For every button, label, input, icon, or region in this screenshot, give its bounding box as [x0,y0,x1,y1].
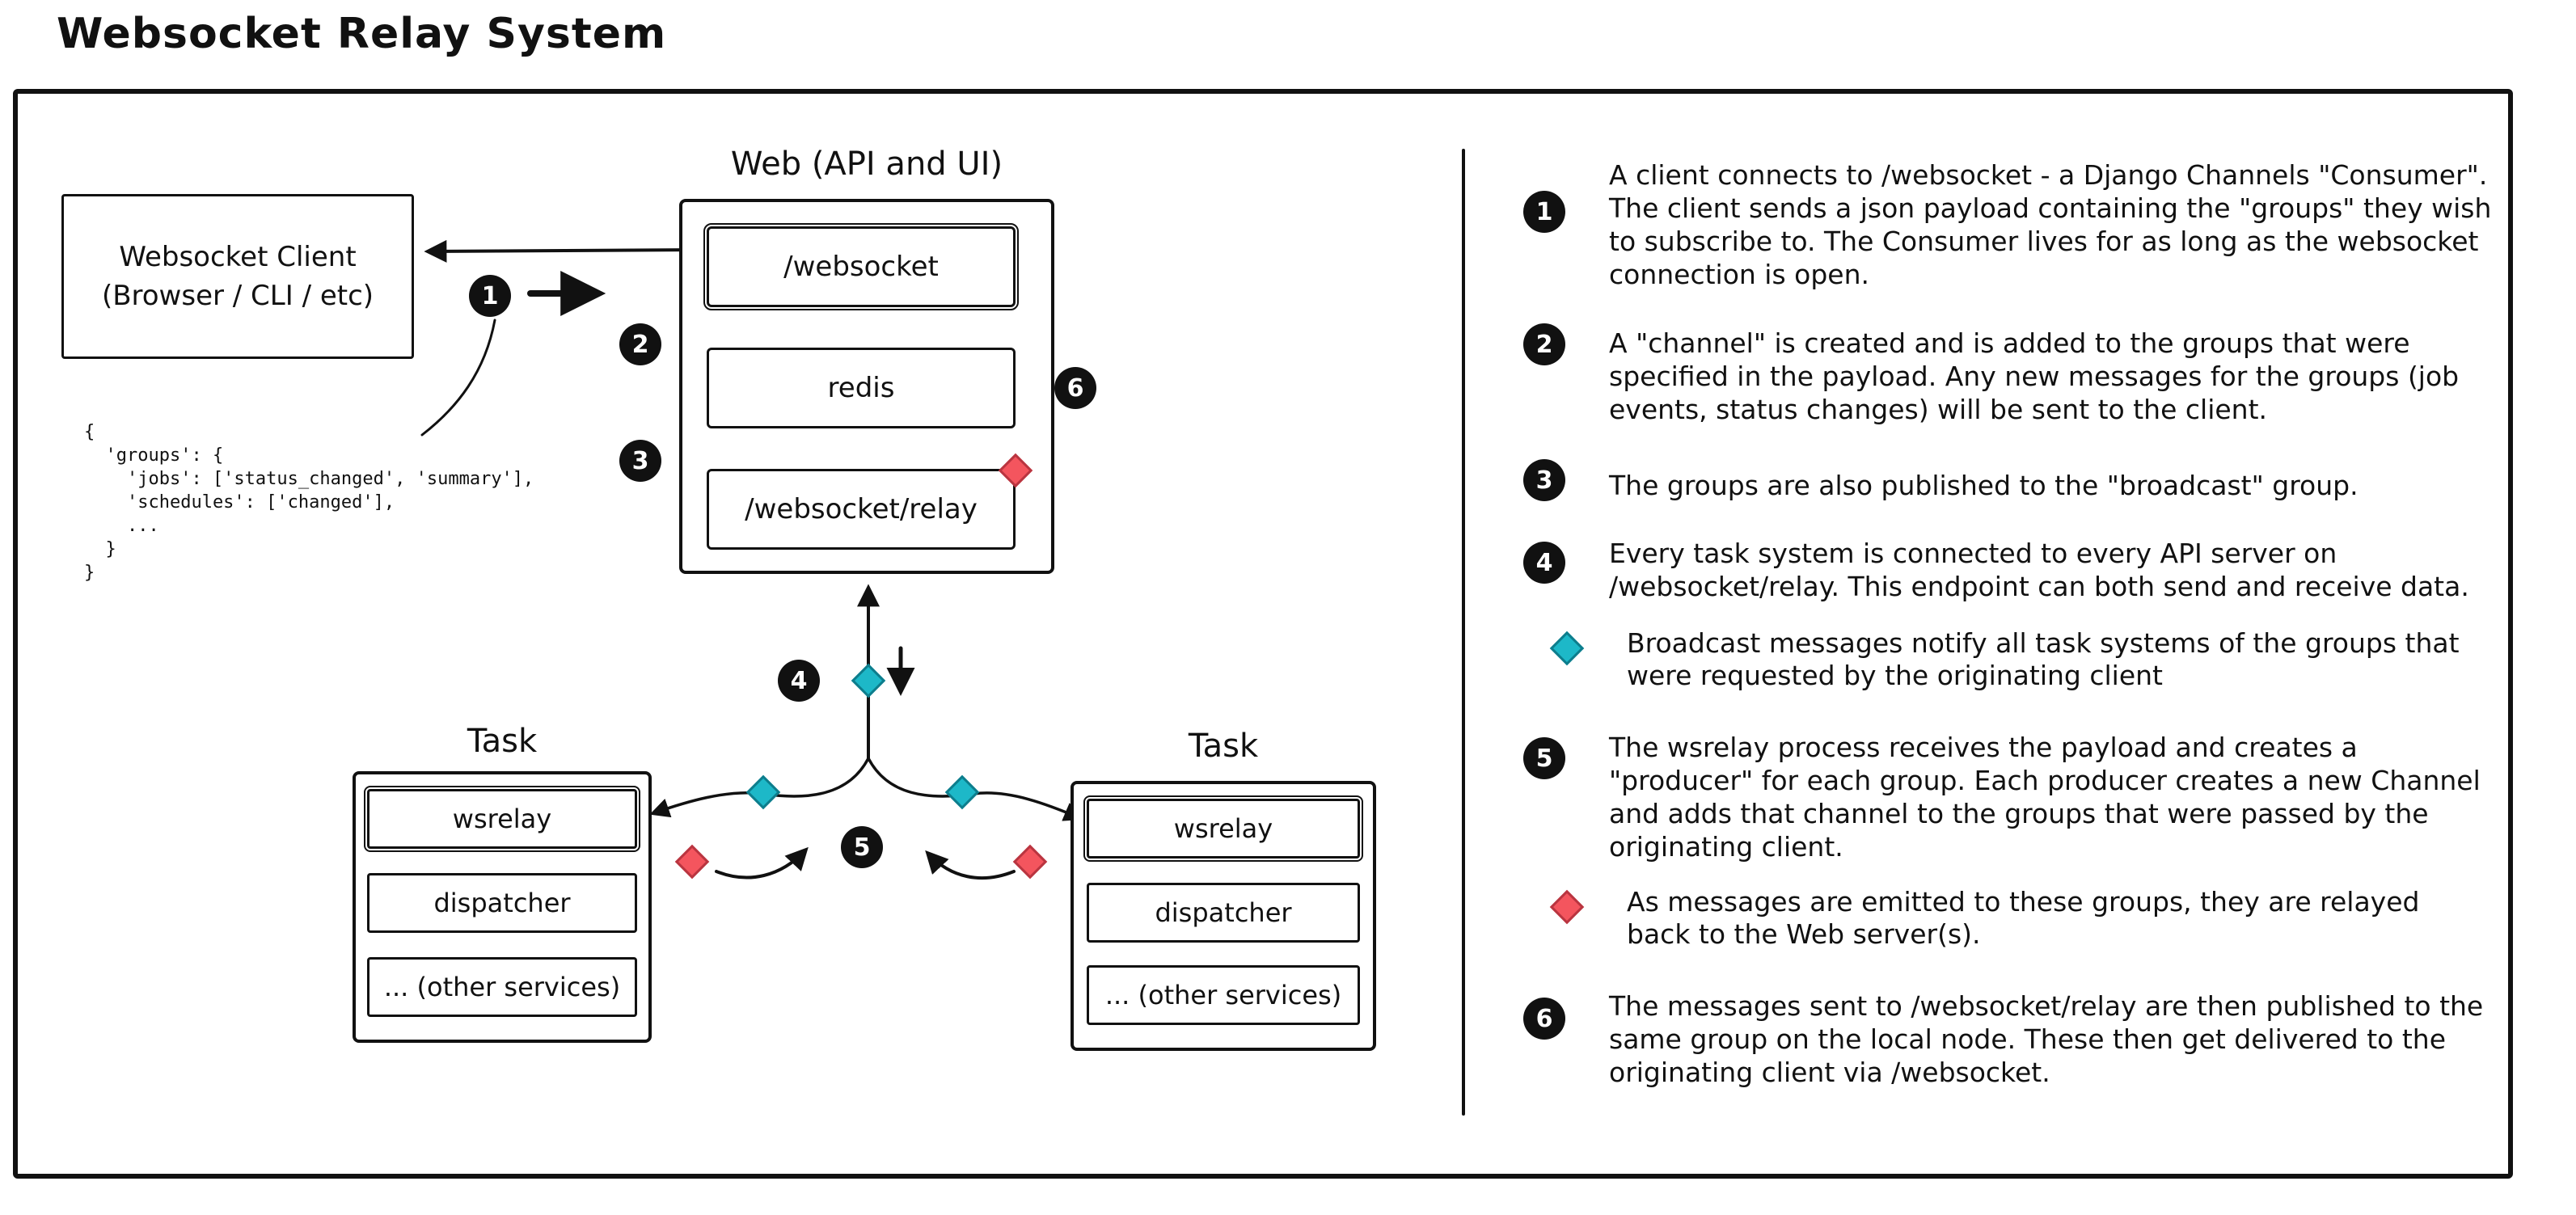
task-right-service-other: ... (other services) [1087,965,1360,1025]
legend-divider [1462,149,1465,1116]
legend-step-badge-1: 1 [1523,191,1565,233]
legend-broadcast-note: Broadcast messages notify all task syste… [1627,627,2460,691]
legend-step-text-6: The messages sent to /websocket/relay ar… [1609,990,2484,1088]
step-badge-1: 1 [469,275,511,317]
step-badge-4: 4 [778,660,820,702]
legend-step-badge-3: 3 [1523,459,1565,501]
legend-step-badge-4: 4 [1523,542,1565,584]
task-left-label: Task [467,723,538,760]
legend-step-text-3: The groups are also published to the "br… [1609,470,2359,501]
page-title: Websocket Relay System [57,10,667,58]
task-left-service-wsrelay: wsrelay [364,786,640,852]
client-label-line1: Websocket Client [119,241,357,273]
legend-step-badge-2: 2 [1523,323,1565,365]
payload-code: { 'groups': { 'jobs': ['status_changed',… [84,422,534,583]
service-websocket-relay: /websocket/relay [707,469,1016,550]
service-websocket: /websocket [703,223,1019,310]
step-badge-3: 3 [619,440,661,482]
task-right-label: Task [1188,728,1259,765]
legend-step-badge-6: 6 [1523,998,1565,1040]
task-left-service-dispatcher: dispatcher [367,873,637,933]
legend-step-text-4: Every task system is connected to every … [1609,538,2469,602]
websocket-client-box: Websocket Client (Browser / CLI / etc) [61,194,414,359]
legend-step-text-2: A "channel" is created and is added to t… [1609,327,2460,425]
service-redis: redis [707,348,1016,428]
step-badge-5: 5 [841,826,883,868]
legend-relay-note: As messages are emitted to these groups,… [1627,886,2420,950]
step-badge-2: 2 [619,323,661,365]
step-badge-6: 6 [1054,367,1096,409]
web-container-label: Web (API and UI) [730,146,1003,183]
task-left-service-other: ... (other services) [367,957,637,1017]
legend-step-text-1: A client connects to /websocket - a Djan… [1609,159,2492,290]
task-right-service-wsrelay: wsrelay [1083,795,1363,862]
legend-step-badge-5: 5 [1523,737,1565,779]
legend-step-text-5: The wsrelay process receives the payload… [1609,732,2481,863]
client-label-line2: (Browser / CLI / etc) [101,280,374,312]
task-right-service-dispatcher: dispatcher [1087,883,1360,943]
